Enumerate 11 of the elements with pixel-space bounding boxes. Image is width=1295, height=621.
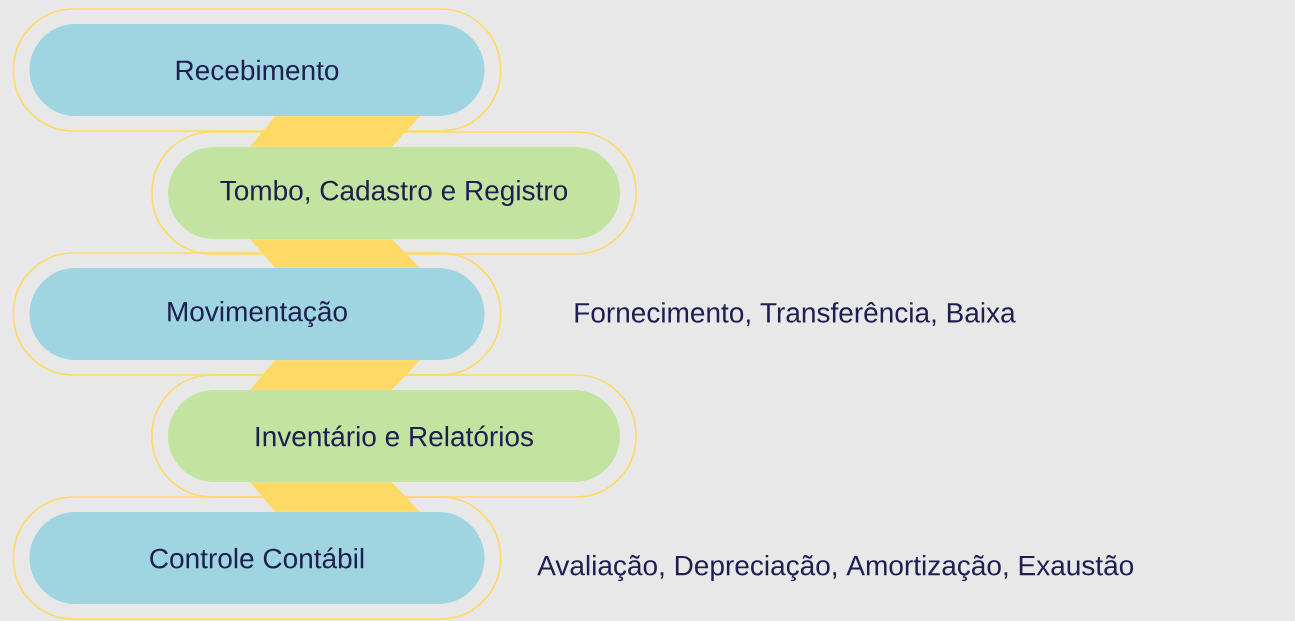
connector-band	[250, 360, 420, 390]
side-note: Avaliação, Depreciação, Amortização, Exaustão	[537, 554, 1134, 582]
process-pill: Inventário e Relatórios	[168, 390, 620, 482]
process-pill: Tombo, Cadastro e Registro	[168, 147, 620, 239]
process-pill: Controle Contábil	[29, 512, 485, 604]
side-note: Fornecimento, Transferência, Baixa	[575, 302, 1016, 326]
connector-band	[250, 239, 420, 268]
process-pill: Recebimento	[29, 24, 485, 116]
connector-band	[250, 116, 420, 147]
process-pill: Movimentação	[29, 268, 485, 360]
connector-band	[250, 482, 420, 512]
